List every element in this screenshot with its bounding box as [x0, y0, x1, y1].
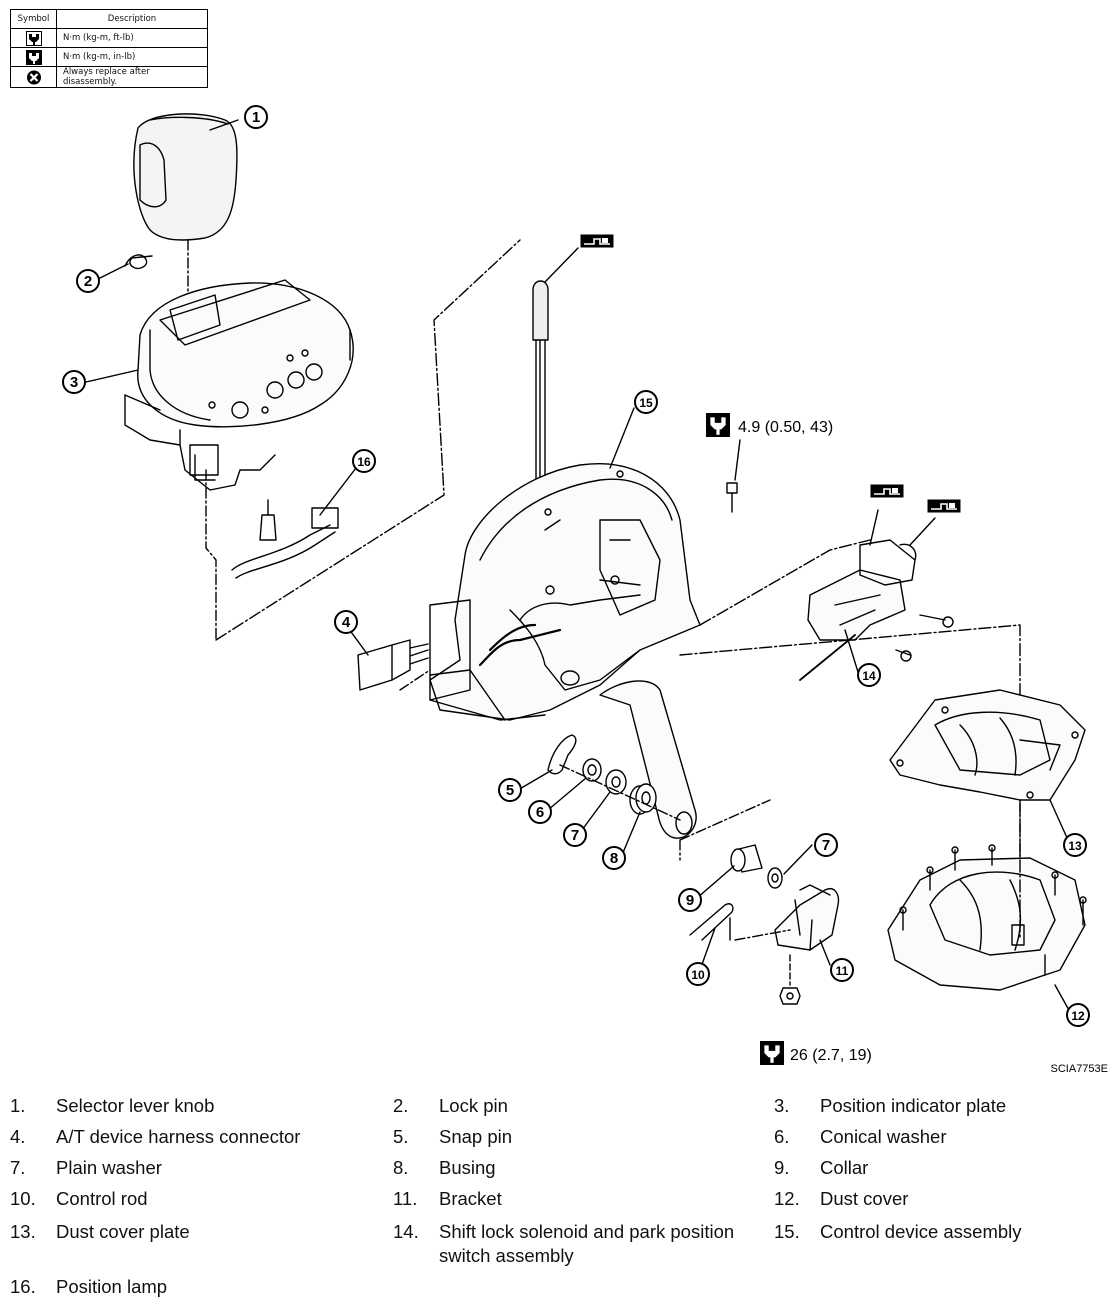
callout-circle: [62, 370, 86, 394]
callout-number: 5: [506, 782, 514, 799]
legend-label: Shift lock solenoid and park position sw…: [439, 1221, 735, 1266]
callout-circle: [686, 962, 710, 986]
torque-spec-label: 4.9 (0.50, 43): [738, 419, 833, 436]
legend-number: 11.: [393, 1188, 418, 1209]
legend-number: 6.: [774, 1126, 790, 1147]
callout-number: 7: [571, 827, 579, 844]
callout-number: 9: [686, 892, 694, 909]
legend-label: Dust cover: [820, 1188, 909, 1209]
legend-label: Lock pin: [439, 1095, 508, 1116]
harness-connector-drawing: [357, 639, 429, 691]
legend-number: 3.: [774, 1095, 790, 1116]
legend-label: Busing: [439, 1157, 496, 1178]
grease-icon: [927, 499, 961, 513]
legend-number: 16.: [10, 1276, 36, 1297]
legend-number: 9.: [774, 1157, 790, 1178]
callout-number: 11: [836, 964, 849, 978]
callout-number: 16: [357, 455, 371, 469]
legend-label: Plain washer: [56, 1157, 162, 1178]
torque-wrench-icon: [706, 413, 730, 437]
figure-id-label: SCIA7753E: [1051, 1063, 1108, 1075]
callout-circle: [1063, 833, 1087, 857]
legend-label: Selector lever knob: [56, 1095, 215, 1116]
legend-label: Position indicator plate: [820, 1095, 1007, 1116]
callout-circle: [830, 958, 854, 982]
legend-label: A/T device harness connector: [56, 1126, 301, 1147]
callout-number: 8: [610, 850, 618, 867]
shift-lock-solenoid-drawing: [799, 539, 954, 681]
position-indicator-plate-drawing: [124, 279, 354, 491]
symbol-row: Always replace after disassembly.: [10, 66, 208, 88]
grease-icon: [580, 234, 614, 248]
callout-number: 4: [342, 614, 351, 631]
legend-number: 4.: [10, 1126, 26, 1147]
callout-circle: [76, 269, 100, 293]
callout-circle: [528, 800, 552, 824]
callout-circle: [678, 888, 702, 912]
callout-circle: [814, 833, 838, 857]
callout-circle: [352, 449, 376, 473]
legend-label: Control device assembly: [820, 1221, 1022, 1242]
legend-label: Conical washer: [820, 1126, 947, 1147]
callout-circle: [1066, 1003, 1090, 1027]
callout-number: 2: [84, 273, 92, 290]
callout-number: 7: [822, 837, 830, 854]
callout-number: 3: [70, 374, 78, 391]
legend-label: Bracket: [439, 1188, 502, 1209]
callout-number: 15: [639, 396, 653, 410]
dust-cover-drawing: [887, 844, 1087, 991]
legend-label: Collar: [820, 1157, 869, 1178]
symbol-row: N·m (kg-m, ft-lb): [10, 28, 208, 48]
legend-number: 8.: [393, 1157, 409, 1178]
callout-number: 14: [862, 669, 876, 683]
callout-circle: [334, 610, 358, 634]
callout-circle: [498, 778, 522, 802]
symbol-table: Symbol Description N·m (kg-m, ft-lb): [10, 9, 208, 88]
legend-number: 7.: [10, 1157, 26, 1178]
control-rod-arm-drawing: [599, 680, 697, 839]
dust-cover-plate-drawing: [889, 689, 1086, 801]
callout-number: 13: [1068, 839, 1082, 853]
callout-circle: [602, 846, 626, 870]
legend-number: 1.: [10, 1095, 26, 1116]
torque-wrench-icon: [760, 1041, 784, 1065]
symbol-table-header: Symbol Description: [10, 9, 208, 29]
legend-number: 13.: [10, 1221, 36, 1242]
callout-circle: [563, 823, 587, 847]
grease-icon: [870, 484, 904, 498]
legend-label: Position lamp: [56, 1276, 168, 1297]
legend-label: Dust cover plate: [56, 1221, 190, 1242]
legend-number: 5.: [393, 1126, 409, 1147]
callout-number: 12: [1071, 1009, 1085, 1023]
callout-circle: [244, 105, 268, 129]
torque-spec-label: 26 (2.7, 19): [790, 1047, 872, 1064]
callout-number: 6: [536, 804, 544, 821]
callout-circle: [857, 663, 881, 687]
legend-number: 2.: [393, 1095, 409, 1116]
symbol-description: Always replace after disassembly.: [56, 66, 208, 88]
legend-number: 15.: [774, 1221, 800, 1242]
legend-number: 12.: [774, 1188, 800, 1209]
legend-number: 10.: [10, 1188, 36, 1209]
always-replace-icon: [10, 66, 57, 88]
selector-lever-knob-drawing: [133, 113, 238, 241]
callout-circle: [634, 390, 658, 414]
exploded-view-drawing: 4.9 (0.50, 43) 26 (2.7, 19) SCIA7753E 12…: [62, 105, 1108, 1075]
legend-number: 14.: [393, 1221, 419, 1242]
legend-label: Control rod: [56, 1188, 148, 1209]
callout-number: 1: [252, 109, 260, 126]
callout-number: 10: [691, 968, 705, 982]
control-device-assembly-drawing: [429, 280, 701, 721]
legend-label: Snap pin: [439, 1126, 513, 1147]
